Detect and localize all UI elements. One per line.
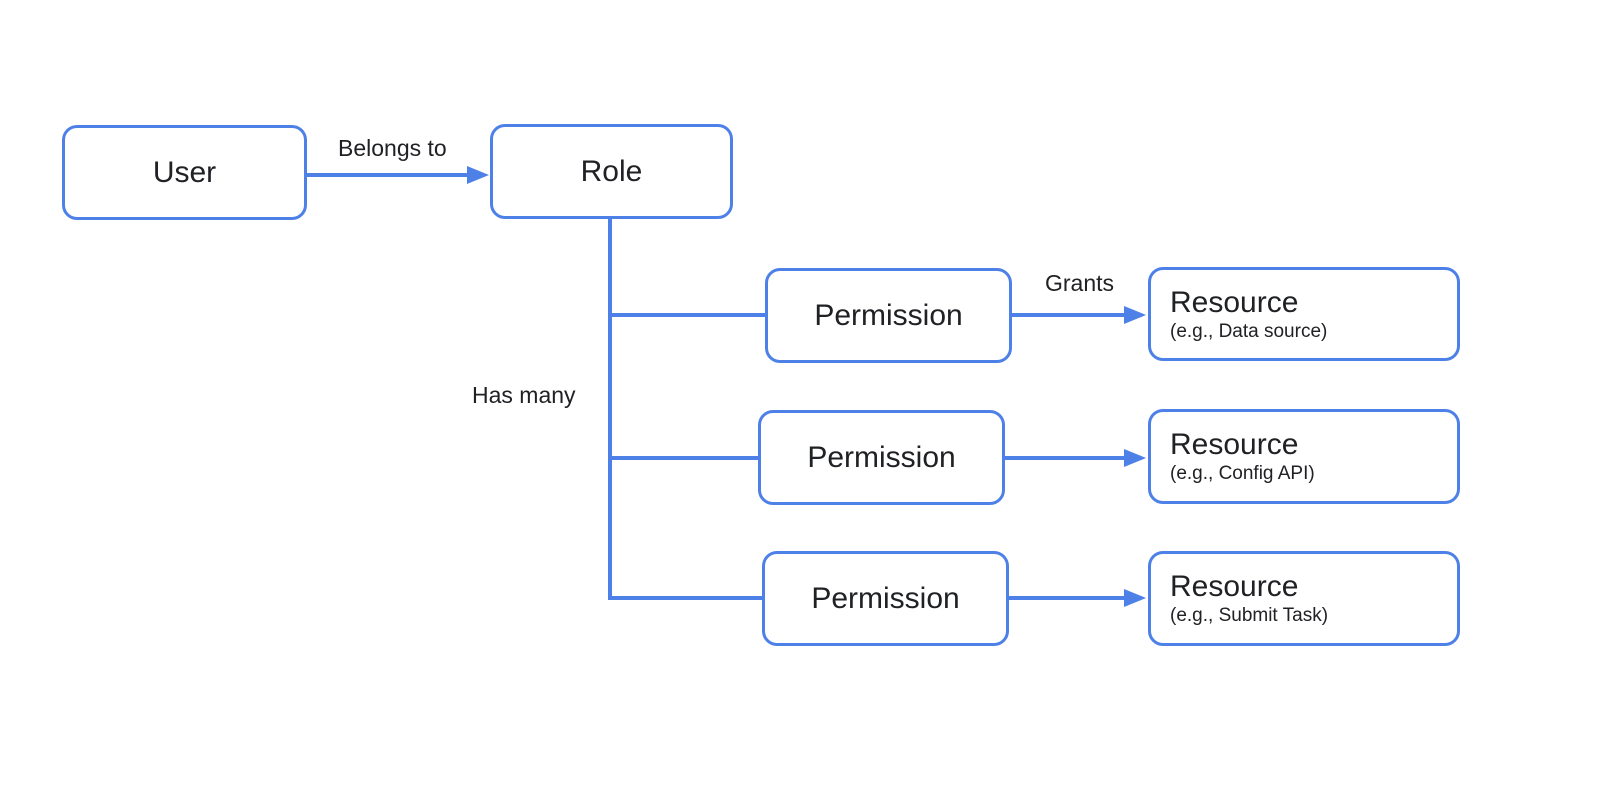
role-node-label: Role (580, 154, 643, 188)
role-permission-branch-line-2 (608, 456, 758, 460)
permission-resource-arrowhead-icon-3 (1124, 589, 1146, 607)
role-permissions-trunk-line (608, 219, 612, 600)
user-role-arrowhead-icon (467, 166, 489, 184)
resource-node-1: Resource (e.g., Data source) (1148, 267, 1460, 361)
role-permission-branch-line-3 (608, 596, 762, 600)
permission-node-2: Permission (758, 410, 1005, 505)
permission-resource-connector-line-2 (1005, 456, 1124, 460)
permission-resource-arrowhead-icon-2 (1124, 449, 1146, 467)
resource-node-title: Resource (1170, 285, 1299, 319)
permission-node-label: Permission (814, 298, 963, 332)
user-node-label: User (152, 155, 217, 189)
resource-node-title: Resource (1170, 570, 1299, 603)
permission-resource-connector-line-1 (1012, 313, 1124, 317)
resource-node-2: Resource (e.g., Config API) (1148, 409, 1460, 504)
permission-node-1: Permission (765, 268, 1012, 363)
resource-node-subtitle: (e.g., Config API) (1170, 463, 1315, 484)
permission-resource-connector-line-3 (1009, 596, 1124, 600)
edge-label-belongs-to: Belongs to (338, 135, 447, 161)
permission-node-label: Permission (807, 440, 956, 474)
user-node: User (62, 125, 307, 220)
user-role-connector-line (307, 173, 469, 177)
resource-node-subtitle: (e.g., Data source) (1170, 320, 1328, 342)
resource-node-3: Resource (e.g., Submit Task) (1148, 551, 1460, 646)
permission-node-label: Permission (811, 581, 960, 615)
resource-node-title: Resource (1170, 428, 1299, 461)
permission-node-3: Permission (762, 551, 1009, 646)
permission-resource-arrowhead-icon-1 (1124, 306, 1146, 324)
resource-node-subtitle: (e.g., Submit Task) (1170, 605, 1329, 626)
edge-label-grants: Grants (1045, 270, 1115, 296)
role-permission-branch-line-1 (608, 313, 765, 317)
edge-label-has-many: Has many (472, 382, 576, 408)
role-node: Role (490, 124, 733, 219)
